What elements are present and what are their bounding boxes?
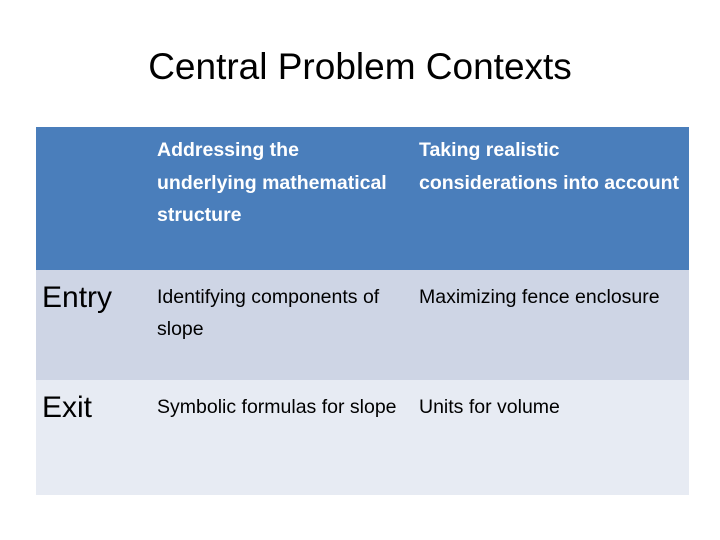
table-row-entry: Entry Identifying components of slope Ma…: [36, 270, 689, 380]
column-header-mathematical-structure: Addressing the underlying mathematical s…: [150, 127, 412, 270]
column-header-corner: [36, 127, 150, 270]
central-problem-contexts-table: Addressing the underlying mathematical s…: [36, 127, 689, 495]
table-header-row: Addressing the underlying mathematical s…: [36, 127, 689, 270]
column-header-realistic-considerations: Taking realistic considerations into acc…: [412, 127, 689, 270]
cell-entry-mathematical-structure: Identifying components of slope: [150, 270, 412, 380]
row-label-exit: Exit: [36, 380, 150, 495]
cell-exit-realistic-considerations: Units for volume: [412, 380, 689, 495]
table-row-exit: Exit Symbolic formulas for slope Units f…: [36, 380, 689, 495]
cell-exit-mathematical-structure: Symbolic formulas for slope: [150, 380, 412, 495]
cell-entry-realistic-considerations: Maximizing fence enclosure: [412, 270, 689, 380]
row-label-entry: Entry: [36, 270, 150, 380]
page-title: Central Problem Contexts: [148, 46, 572, 87]
